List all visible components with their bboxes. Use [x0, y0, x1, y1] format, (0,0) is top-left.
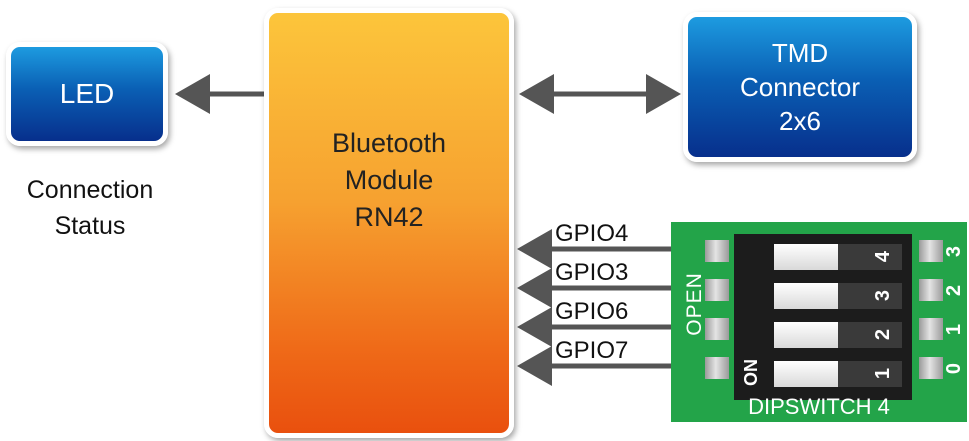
switch-knob	[774, 361, 838, 387]
switch-number-3: 3	[872, 289, 895, 302]
switch-number-4: 4	[872, 250, 895, 263]
tmd-connector-block: TMD Connector 2x6	[683, 12, 917, 162]
led-label: LED	[59, 78, 115, 109]
bluetooth-label-line-3: RN42	[354, 201, 424, 232]
dipswitch-body: 4 3 2 1 ON	[734, 234, 912, 400]
gpio-label-gpio3: GPIO3	[555, 259, 629, 286]
pad-left-4	[705, 357, 729, 379]
dip-switch-4[interactable]	[774, 244, 902, 270]
switch-knob	[774, 322, 838, 348]
pad-left-2	[705, 279, 729, 301]
pad-right-3	[919, 318, 943, 340]
gpio-label-gpio6: GPIO6	[555, 298, 629, 325]
connection-status-label: Connection Status	[0, 172, 180, 244]
pad-left-3	[705, 318, 729, 340]
side-number-2: 2	[943, 284, 966, 297]
dipswitch-board: OPEN 4 3 2 1 ON 3 2 1 0 DIPSWITCH 4	[671, 222, 967, 422]
side-number-1: 1	[943, 323, 966, 336]
bluetooth-module-block: Bluetooth Module RN42	[264, 8, 514, 438]
bluetooth-label-line-1: Bluetooth	[331, 127, 447, 158]
connection-status-line-1: Connection	[26, 176, 154, 204]
tmd-label-line-2: Connector	[740, 72, 860, 102]
switch-number-1: 1	[872, 367, 895, 380]
switch-knob	[774, 244, 838, 270]
dip-switch-3[interactable]	[774, 283, 902, 309]
side-number-0: 0	[943, 362, 966, 375]
pad-right-2	[919, 279, 943, 301]
on-label: ON	[741, 359, 761, 386]
switch-number-2: 2	[872, 328, 895, 341]
switch-knob	[774, 283, 838, 309]
tmd-label-line-1: TMD	[771, 38, 829, 68]
side-number-3: 3	[943, 245, 966, 258]
gpio-label-gpio7: GPIO7	[555, 337, 629, 364]
gpio-label-gpio4: GPIO4	[555, 220, 629, 247]
connection-status-line-2: Status	[54, 212, 126, 240]
pad-right-4	[919, 357, 943, 379]
dip-switch-2[interactable]	[774, 322, 902, 348]
open-label: OPEN	[682, 272, 706, 336]
tmd-label-line-3: 2x6	[779, 106, 821, 136]
led-block: LED	[6, 42, 168, 146]
pad-right-1	[919, 240, 943, 262]
dipswitch-label: DIPSWITCH 4	[748, 394, 890, 419]
pad-left-1	[705, 240, 729, 262]
dip-switch-1[interactable]	[774, 361, 902, 387]
bluetooth-label-line-2: Module	[344, 164, 434, 195]
